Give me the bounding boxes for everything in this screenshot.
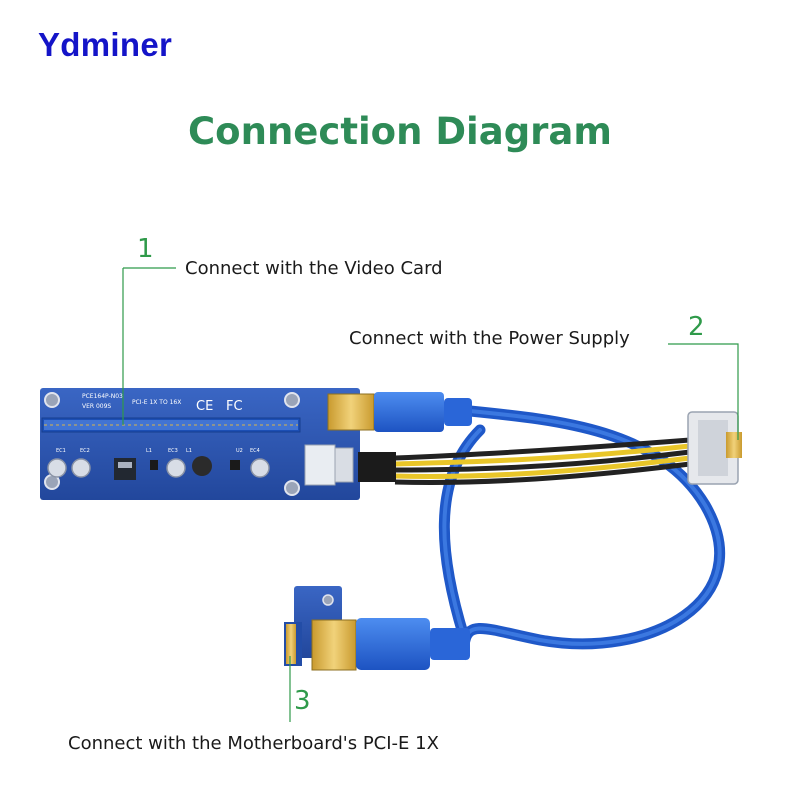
- power-wire: [394, 449, 691, 473]
- callout-number-1: 1: [137, 234, 154, 264]
- component-label: EC4: [250, 448, 260, 454]
- power-wire: [394, 437, 691, 461]
- callout-label-2: Connect with the Power Supply: [349, 328, 630, 349]
- power-header: [304, 444, 336, 486]
- callout-label-1: Connect with the Video Card: [185, 258, 443, 279]
- board-spec: PCI-E 1X TO 16X: [132, 399, 181, 406]
- component-label: EC3: [168, 448, 178, 454]
- ce-mark: CE: [196, 399, 213, 414]
- power-wire: [394, 443, 691, 467]
- component-label: EC1: [56, 448, 66, 454]
- board-version: VER 009S: [82, 403, 111, 410]
- callout-number-2: 2: [688, 312, 705, 342]
- component-label: EC2: [80, 448, 90, 454]
- power-wire: [394, 455, 691, 479]
- usb-connector-top: [327, 392, 472, 432]
- sata-power-connector: [687, 411, 742, 485]
- riser-board: PCE164P-N03 PCI-E 1X TO 16X VER 009S CE …: [40, 388, 360, 500]
- board-model: PCE164P-N03: [82, 393, 123, 400]
- brand-logo: Ydminer: [38, 26, 173, 63]
- fc-mark: FC: [226, 399, 243, 414]
- component-label: L1: [186, 448, 192, 454]
- component-label: L1: [146, 448, 152, 454]
- callout-number-3: 3: [294, 686, 311, 716]
- pcie-1x-adapter: [284, 586, 470, 671]
- callout-label-3: Connect with the Motherboard's PCI-E 1X: [68, 733, 439, 754]
- power-wire: [394, 461, 691, 485]
- leader-line-2: [668, 343, 739, 440]
- diagram-title: Connection Diagram: [188, 110, 612, 153]
- component-label: U2: [236, 448, 243, 454]
